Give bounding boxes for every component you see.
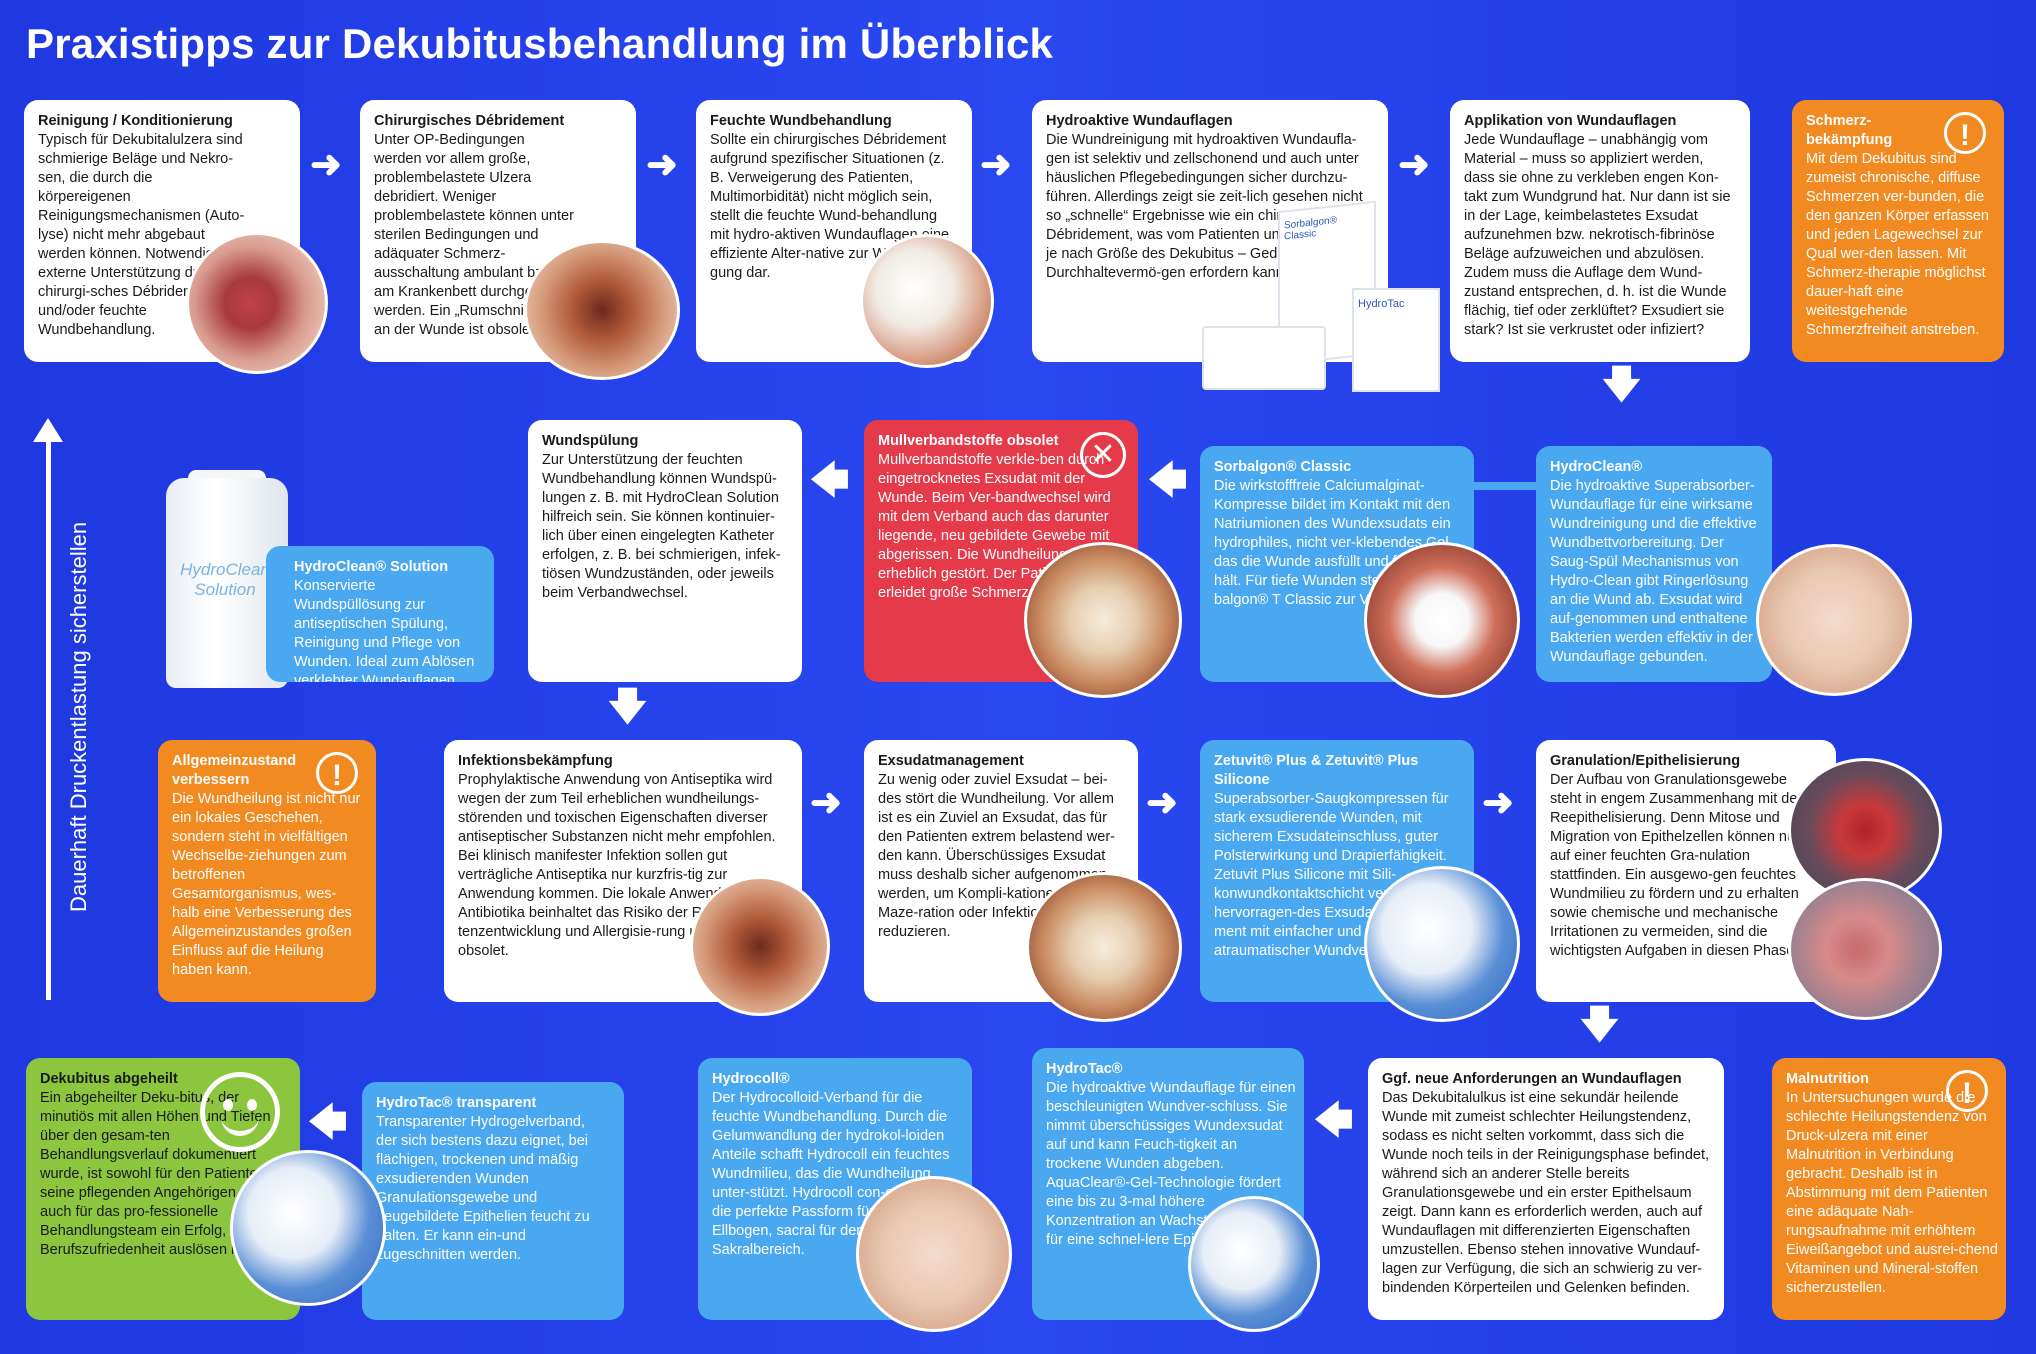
card-heading: Exsudatmanagement — [878, 753, 1024, 769]
card-heading: Feuchte Wundbehandlung — [710, 113, 892, 129]
card-text: Jede Wundauflage – unabhängig vom Materi… — [1464, 132, 1731, 338]
exclamation-icon: ! — [1946, 1070, 1988, 1112]
arrow-right-icon: ➜ — [1398, 144, 1430, 186]
product-box-hydrotac: HydroTac — [1352, 288, 1440, 392]
card-feucht: Feuchte Wundbehandlung Sollte ein chirur… — [696, 100, 972, 362]
card-text: Ein abgeheilter Deku-bitus, der minutiös… — [40, 1090, 283, 1258]
smiley-eye — [223, 1099, 233, 1111]
card-hydrotac: HydroTac® Die hydroaktive Wundauflage fü… — [1032, 1048, 1304, 1320]
card-text: Sollte ein chirurgisches Débridement auf… — [710, 132, 950, 281]
card-text: Prophylaktische Anwendung von Antiseptik… — [458, 772, 776, 959]
product-label: HydroClean Solution — [180, 560, 270, 599]
exclamation-icon: ! — [316, 752, 358, 794]
arrow-right-icon: ➜ — [310, 144, 342, 186]
wound-photo — [186, 232, 328, 374]
arrow-up-icon — [33, 418, 63, 442]
card-text: Der Aufbau von Granulationsgewebe steht … — [1550, 772, 1807, 959]
card-heading: Infektionsbekämpfung — [458, 753, 613, 769]
product-label: HydroTac — [1358, 298, 1405, 310]
card-heading: Wundspülung — [542, 433, 639, 449]
card-text: Typisch für Dekubitalulzera sind schmier… — [38, 132, 245, 338]
arrow-right-icon: ➜ — [980, 144, 1012, 186]
card-heading: Chirurgisches Débridement — [374, 113, 565, 129]
card-heading: HydroTac® — [1046, 1061, 1123, 1077]
pressure-relief-line — [46, 430, 51, 1000]
dressing-photo — [230, 1150, 386, 1306]
wound-photo — [1788, 878, 1942, 1020]
card-infektion: Infektionsbekämpfung Prophylaktische Anw… — [444, 740, 802, 1002]
card-hydroclean: HydroClean® Die hydroaktive Superabsorbe… — [1536, 446, 1772, 682]
arrow-left-icon: 🡄 — [1314, 1100, 1354, 1142]
card-text: Zu wenig oder zuviel Exsudat – bei-des s… — [878, 772, 1115, 940]
card-text: Unter OP-Bedingungen werden vor allem gr… — [374, 132, 574, 338]
card-reinigung: Reinigung / Konditionierung Typisch für … — [24, 100, 300, 362]
wound-photo — [1026, 872, 1182, 1022]
wound-photo — [690, 876, 830, 1016]
card-heading: Schmerz-bekämpfung — [1806, 113, 1893, 148]
card-heading: Granulation/Epithelisierung — [1550, 753, 1741, 769]
arrow-down-icon: 🡇 — [608, 686, 648, 728]
arrow-left-icon: 🡄 — [1148, 460, 1188, 502]
arrow-left-icon: 🡄 — [810, 460, 850, 502]
card-text: Konservierte Wundspüllösung zur antisept… — [294, 578, 475, 682]
card-heading: HydroTac® transparent — [376, 1095, 537, 1111]
smiley-eye — [247, 1099, 257, 1111]
side-label: Dauerhaft Druckentlastung sicherstellen — [66, 521, 91, 912]
card-text: Transparenter Hydrogelverband, der sich … — [376, 1114, 590, 1263]
dressing-photo — [1364, 866, 1520, 1022]
card-heading: Sorbalgon® Classic — [1214, 459, 1352, 475]
card-heading: Zetuvit® Plus & Zetuvit® Plus Silicone — [1214, 753, 1419, 788]
arrow-down-icon: 🡇 — [1580, 1004, 1620, 1046]
card-hydrotac-transparent: HydroTac® transparent Transparenter Hydr… — [362, 1082, 624, 1320]
arrow-right-icon: ➜ — [1482, 782, 1514, 824]
card-heading: Hydroaktive Wundauflagen — [1046, 113, 1233, 129]
card-granulation: Granulation/Epithelisierung Der Aufbau v… — [1536, 740, 1836, 1002]
card-text: Die hydroaktive Superabsorber-Wundauflag… — [1550, 478, 1757, 665]
card-wundspuelung: Wundspülung Zur Unterstützung der feucht… — [528, 420, 802, 682]
wound-photo — [1024, 542, 1182, 698]
product-label: Sorbalgon® Classic — [1284, 214, 1337, 243]
card-text: In Untersuchungen wurde die schlechte He… — [1786, 1090, 1998, 1296]
arrow-right-icon: ➜ — [1146, 782, 1178, 824]
x-icon: ✕ — [1080, 432, 1126, 478]
card-hydrocoll: Hydrocoll® Der Hydrocolloid-Verband für … — [698, 1058, 972, 1320]
card-hydroclean-solution: HydroClean® Solution Konservierte Wundsp… — [266, 546, 494, 682]
dressing-photo — [1188, 1196, 1320, 1332]
card-text: Das Dekubitalulkus ist eine sekundär hei… — [1382, 1090, 1710, 1296]
card-heading: Mullverbandstoffe obsolet — [878, 433, 1059, 449]
product-box — [1202, 326, 1326, 390]
card-heading: HydroClean® — [1550, 459, 1643, 475]
arrow-left-icon: 🡄 — [308, 1102, 348, 1144]
connector-line — [1474, 482, 1536, 490]
card-chirurgisch: Chirurgisches Débridement Unter OP-Bedin… — [360, 100, 636, 362]
card-heading: Reinigung / Konditionierung — [38, 113, 233, 129]
smiley-mouth — [221, 1109, 259, 1136]
card-heading: Hydrocoll® — [712, 1071, 790, 1087]
card-text: Zur Unterstützung der feuchten Wundbehan… — [542, 452, 781, 601]
card-heading: Allgemeinzustand verbessern — [172, 753, 297, 788]
arrow-right-icon: ➜ — [810, 782, 842, 824]
card-text: Die hydroaktive Wundauflage für einen be… — [1046, 1080, 1296, 1248]
card-heading: Ggf. neue Anforderungen an Wundauflagen — [1382, 1071, 1682, 1087]
card-text: Die Wundheilung ist nicht nur ein lokale… — [172, 791, 361, 978]
wound-photo — [1756, 544, 1912, 696]
card-heading: Applikation von Wundauflagen — [1464, 113, 1677, 129]
card-text: Mullverbandstoffe verkle-ben durch einge… — [878, 452, 1111, 601]
card-heading: Malnutrition — [1786, 1071, 1869, 1087]
arrow-down-icon: 🡇 — [1602, 364, 1642, 406]
card-allgemein: Allgemeinzustand verbessern Die Wundheil… — [158, 740, 376, 1002]
wound-photo — [524, 240, 680, 380]
card-text: Mit dem Dekubitus sind zumeist chronisch… — [1806, 151, 1989, 338]
page-title: Praxistipps zur Dekubitusbehandlung im Ü… — [26, 20, 1054, 67]
wound-photo — [1364, 542, 1520, 698]
heel-photo — [856, 1176, 1012, 1332]
smiley-icon — [200, 1072, 280, 1152]
wound-photo — [860, 234, 994, 368]
card-heading: HydroClean® Solution — [294, 559, 449, 575]
card-applikation: Applikation von Wundauflagen Jede Wundau… — [1450, 100, 1750, 362]
card-neue: Ggf. neue Anforderungen an Wundauflagen … — [1368, 1058, 1724, 1320]
card-heading: Dekubitus abgeheilt — [40, 1071, 178, 1087]
arrow-right-icon: ➜ — [646, 144, 678, 186]
exclamation-icon: ! — [1944, 112, 1986, 154]
